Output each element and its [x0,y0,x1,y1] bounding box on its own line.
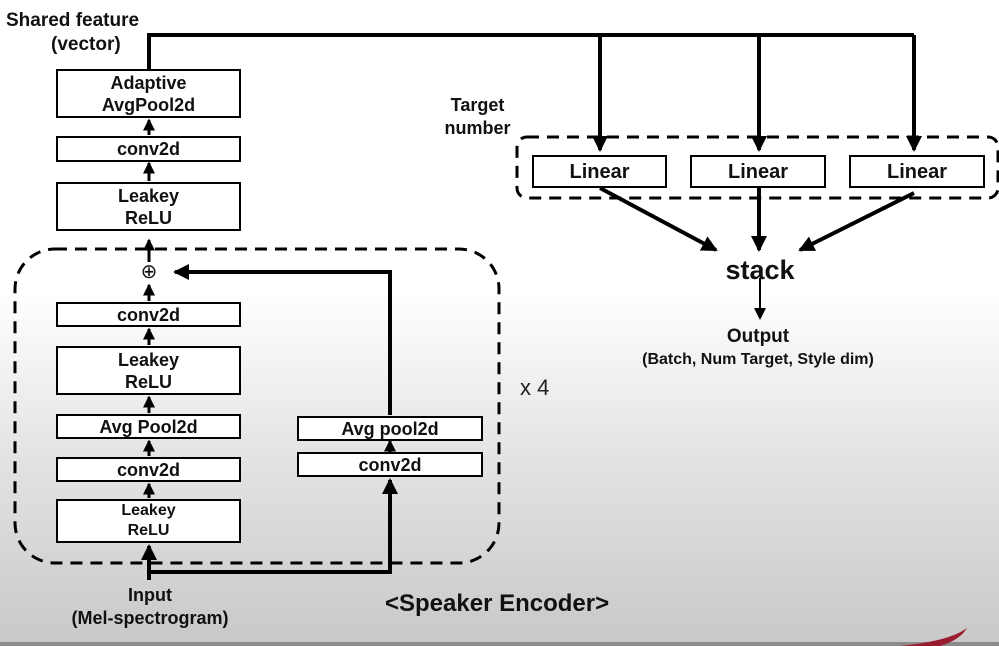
leakey-mid-line1: Leakey [117,349,180,370]
target-number-label: Target number [440,94,515,140]
residual-block-boundary [13,247,501,565]
output-line2: (Batch, Num Target, Style dim) [642,351,874,368]
diagram-title: <Speaker Encoder> [385,590,610,617]
target-line1: Target [450,95,505,115]
leakey-top-line2: ReLU [124,207,172,228]
leakey-relu-residual-mid-block: Leakey ReLU [56,346,241,395]
adaptive-line1: Adaptive [110,72,187,93]
conv2d-top-block: conv2d [56,136,241,162]
avg-pool2d-residual-block: Avg Pool2d [56,414,241,439]
linear-head-1: Linear [532,155,667,188]
leakey-bottom-line1: Leakey [121,502,176,519]
logo-swoosh-icon [900,628,967,646]
conv2d-residual-bottom-block: conv2d [56,457,241,482]
input-label: Input (Mel-spectrogram) [50,584,250,630]
slide-bottom-bar [0,642,999,646]
linear-3-to-stack [798,191,915,252]
output-label: Output (Batch, Num Target, Style dim) [610,325,906,371]
leakey-top-line1: Leakey [117,185,180,206]
conv2d-residual-top-block: conv2d [56,302,241,327]
leakey-relu-residual-bottom-block: Leakey ReLU [56,499,241,543]
leakey-relu-top-block: Leakey ReLU [56,182,241,231]
adaptive-line2: AvgPool2d [101,94,196,115]
leakey-bottom-line2: ReLU [127,522,170,539]
conv2d-shortcut-block: conv2d [297,452,483,477]
shortcut-path-top [173,264,392,415]
residual-sum-symbol: ⊕ [140,261,158,283]
avg-pool2d-shortcut-block: Avg pool2d [297,416,483,441]
leakey-mid-line2: ReLU [124,371,172,392]
repeat-label: x 4 [520,375,550,400]
stack-label: stack [725,255,795,285]
input-line1: Input [128,585,172,605]
linear-1-to-stack [599,186,718,252]
adaptive-avgpool2d-block: Adaptive AvgPool2d [56,69,241,118]
shared-feature-bus [147,33,914,70]
target-line2: number [444,118,511,138]
linear-head-3: Linear [849,155,985,188]
shared-feature-label: Shared feature (vector) [6,9,156,57]
output-line1: Output [726,326,790,347]
shared-feature-line1: Shared feature [6,10,140,31]
linear-head-2: Linear [690,155,826,188]
shared-feature-line2: (vector) [51,34,121,55]
shortcut-path-bottom [149,478,398,574]
input-line2: (Mel-spectrogram) [71,608,229,628]
